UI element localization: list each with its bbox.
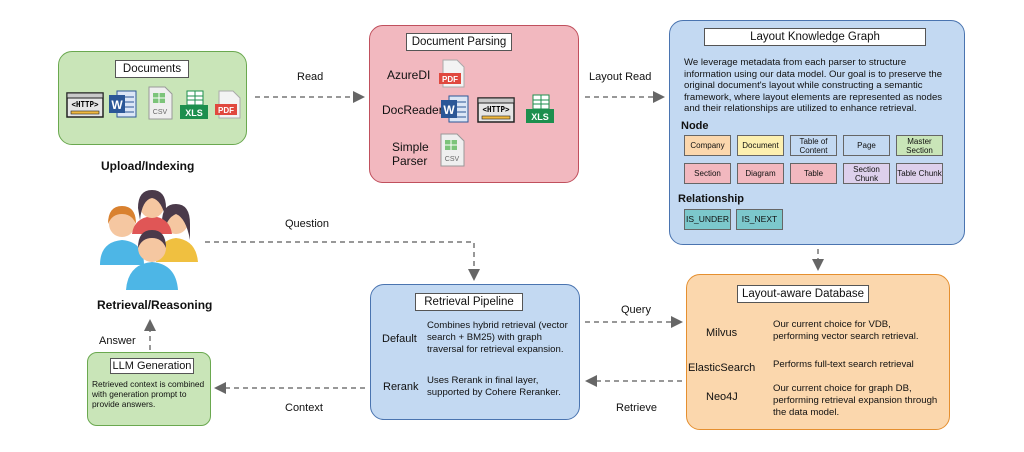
rerank-description: Uses Rerank in final layer, supported by…	[427, 375, 561, 398]
relationship-item: IS_UNDER	[684, 209, 731, 230]
llm-description: Retrieved context is combined with gener…	[92, 379, 205, 409]
layout-read-label: Layout Read	[589, 71, 652, 83]
pdf-icon: PDF	[438, 59, 466, 94]
svg-text:<HTTP>: <HTTP>	[482, 105, 510, 114]
http-text: <HTTP>	[71, 100, 99, 109]
document-parsing-title: Document Parsing	[406, 33, 512, 51]
xls-icon: XLS	[178, 89, 210, 126]
csv-icon: CSV	[146, 86, 174, 125]
rerank-label: Rerank	[383, 381, 419, 393]
graph-node: Diagram	[737, 163, 784, 184]
context-label: Context	[285, 402, 323, 414]
question-arrow	[205, 241, 480, 281]
http-icon: <HTTP>	[66, 92, 104, 123]
svg-text:W: W	[111, 98, 123, 112]
graph-node: Table	[790, 163, 837, 184]
http-icon: <HTTP>	[477, 97, 515, 128]
retrieval-reasoning-label: Retrieval/Reasoning	[97, 298, 213, 312]
graph-node: Company	[684, 135, 731, 156]
xls-text: XLS	[185, 108, 203, 118]
retrieve-label: Retrieve	[616, 402, 657, 414]
default-description: Combines hybrid retrieval (vector search…	[427, 320, 568, 355]
word-icon: W	[108, 88, 138, 125]
svg-text:W: W	[443, 103, 455, 117]
graph-node: Table Chunk	[896, 163, 943, 184]
svg-text:XLS: XLS	[531, 112, 549, 122]
word-icon: W	[440, 93, 470, 130]
milvus-label: Milvus	[706, 327, 738, 339]
graph-description: We leverage metadata from each parser to…	[684, 57, 943, 114]
neo4j-label: Neo4J	[706, 391, 738, 403]
elasticsearch-description: Performs full-text search retrieval	[773, 359, 914, 370]
layout-knowledge-graph-title: Layout Knowledge Graph	[704, 28, 926, 46]
layout-knowledge-graph-box	[669, 20, 965, 245]
graph-node: Page	[843, 135, 890, 156]
llm-generation-title: LLM Generation	[110, 358, 194, 374]
svg-text:PDF: PDF	[442, 75, 458, 84]
node-heading: Node	[681, 120, 709, 132]
relationship-item: IS_NEXT	[736, 209, 783, 230]
pdf-icon: PDF	[214, 90, 242, 125]
graph-node: Section	[684, 163, 731, 184]
graph-node: Section Chunk	[843, 163, 890, 184]
svg-text:CSV: CSV	[445, 156, 460, 163]
elasticsearch-label: ElasticSearch	[688, 362, 756, 374]
docreader-label: DocReader	[382, 103, 443, 117]
azure-di-label: AzureDI	[387, 68, 431, 82]
answer-label: Answer	[99, 335, 136, 347]
csv-icon: CSV	[438, 133, 466, 172]
milvus-description: Our current choice for VDB, performing v…	[773, 319, 919, 342]
retrieval-pipeline-title: Retrieval Pipeline	[415, 293, 523, 311]
layout-aware-database-title: Layout-aware Database	[737, 285, 869, 303]
graph-node: Master Section	[896, 135, 943, 156]
query-label: Query	[621, 304, 651, 316]
pdf-text: PDF	[218, 106, 234, 115]
question-label: Question	[285, 218, 330, 230]
csv-text: CSV	[153, 109, 168, 116]
graph-node: Document	[737, 135, 784, 156]
graph-node: Table of Content	[790, 135, 837, 156]
neo4j-description: Our current choice for graph DB, perform…	[773, 383, 938, 418]
upload-indexing-label: Upload/Indexing	[101, 159, 195, 173]
relationship-heading: Relationship	[678, 193, 745, 205]
users-icon	[96, 190, 208, 295]
documents-title: Documents	[115, 60, 189, 78]
read-label: Read	[297, 71, 324, 83]
simple-parser-label: Simple Parser	[392, 140, 429, 168]
default-label: Default	[382, 333, 417, 345]
xls-icon: XLS	[524, 93, 556, 130]
